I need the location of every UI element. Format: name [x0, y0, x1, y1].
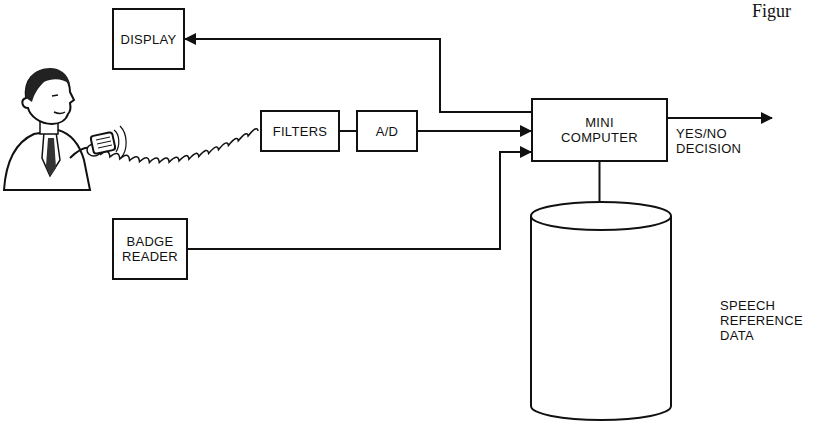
output-arrow: [668, 117, 772, 119]
figure-caption: Figur: [752, 4, 791, 19]
connector: [185, 39, 531, 112]
jacket: [4, 130, 90, 190]
storage-label: SPEECH REFERENCE DATA: [720, 298, 808, 343]
microphone-grille: [96, 137, 112, 148]
microphone: [90, 132, 115, 154]
storage-cylinder: SPEECH REFERENCE DATA: [528, 200, 812, 422]
process-box: FILTERS: [260, 110, 340, 152]
input-box: BADGE READER: [112, 218, 188, 280]
cylinder-outline: [528, 200, 674, 422]
hair: [26, 68, 70, 102]
connector: [340, 130, 356, 132]
output-box: DISPLAY: [112, 8, 185, 70]
box-label: MINI COMPUTER: [555, 115, 645, 145]
process-box: A/D: [356, 110, 418, 152]
connector: [599, 162, 601, 202]
box-label: FILTERS: [273, 124, 328, 139]
box-label: A/D: [376, 124, 399, 139]
computer-box: MINI COMPUTER: [531, 98, 668, 162]
face: [52, 95, 65, 114]
connector: [188, 152, 531, 249]
shirt-collar: [42, 132, 60, 176]
connector: [418, 130, 531, 132]
box-label: BADGE READER: [120, 234, 180, 264]
tie: [46, 138, 56, 176]
coiled-cord: [100, 129, 258, 163]
output-label: YES/NO DECISION: [676, 126, 760, 156]
box-label: DISPLAY: [120, 32, 176, 47]
